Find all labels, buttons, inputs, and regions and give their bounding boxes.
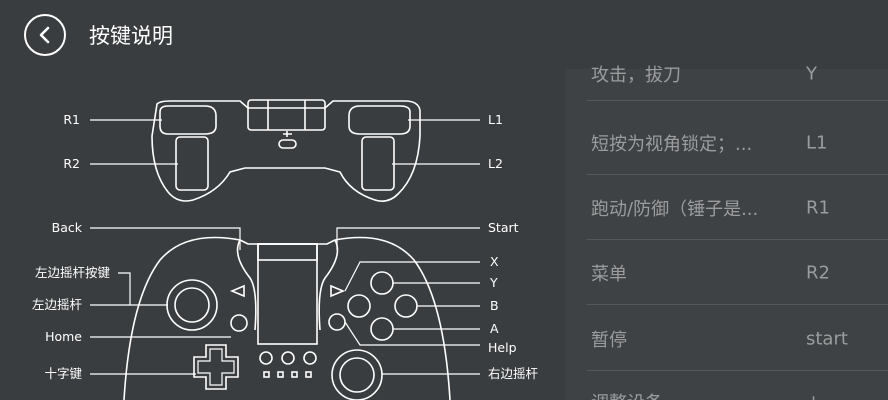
label-r2: R2: [63, 156, 80, 171]
label-left-stick: 左边摇杆: [31, 297, 82, 312]
list-item[interactable]: 攻击，拔刀 Y: [565, 44, 888, 101]
mapping-key: R2: [806, 262, 830, 283]
controller-front-view: [123, 236, 451, 400]
label-dpad: 十字键: [44, 366, 82, 381]
list-item[interactable]: 菜单 R2: [565, 240, 888, 305]
mapping-key: Y: [806, 63, 817, 85]
list-item[interactable]: 暂停 start: [565, 306, 888, 371]
label-right-stick: 右边摇杆: [488, 366, 539, 381]
label-r1: R1: [63, 112, 80, 127]
label-b: B: [490, 298, 499, 313]
list-divider: [587, 174, 888, 175]
mapping-desc: 菜单: [591, 263, 627, 285]
mapping-key: L1: [806, 132, 828, 153]
header: 按键说明: [0, 0, 565, 70]
label-l2: L2: [488, 156, 503, 171]
label-x: X: [490, 254, 499, 269]
list-divider: [587, 304, 888, 305]
label-y: Y: [490, 275, 498, 290]
list-item[interactable]: 调整设备 +: [565, 371, 888, 400]
label-left-stick-press: 左边摇杆按键: [34, 265, 110, 280]
controller-top-view: [151, 100, 421, 202]
mapping-key: R1: [806, 197, 830, 218]
label-l1: L1: [488, 112, 503, 127]
mapping-desc: 跑动/防御（锤子是...: [591, 198, 759, 220]
label-start: Start: [488, 220, 519, 235]
list-divider: [587, 370, 888, 371]
back-button[interactable]: [24, 14, 66, 56]
mapping-key: +: [806, 392, 821, 400]
list-divider: [587, 239, 888, 240]
panel-top-strip: [565, 0, 888, 69]
mapping-desc: 攻击，拔刀: [591, 65, 681, 86]
chevron-left-icon: [39, 26, 50, 44]
mapping-key: start: [806, 328, 848, 349]
list-item[interactable]: 跑动/防御（锤子是... R1: [565, 175, 888, 240]
mapping-desc: 暂停: [591, 329, 627, 351]
mapping-desc: 调整设备: [591, 389, 663, 400]
list-divider: [587, 100, 888, 101]
label-back: Back: [51, 220, 82, 235]
label-home: Home: [45, 329, 82, 344]
label-a: A: [490, 321, 499, 336]
list-item[interactable]: 短按为视角锁定；... L1: [565, 110, 888, 175]
diagram-panel: 按键说明: [0, 0, 565, 400]
mapping-desc: 短按为视角锁定；...: [591, 133, 753, 155]
mapping-list-panel[interactable]: 攻击，拔刀 Y 短按为视角锁定；... L1 跑动/防御（锤子是... R1 菜…: [565, 0, 888, 400]
label-help: Help: [488, 340, 517, 355]
page-title: 按键说明: [89, 24, 173, 48]
controller-diagram: [90, 99, 480, 400]
